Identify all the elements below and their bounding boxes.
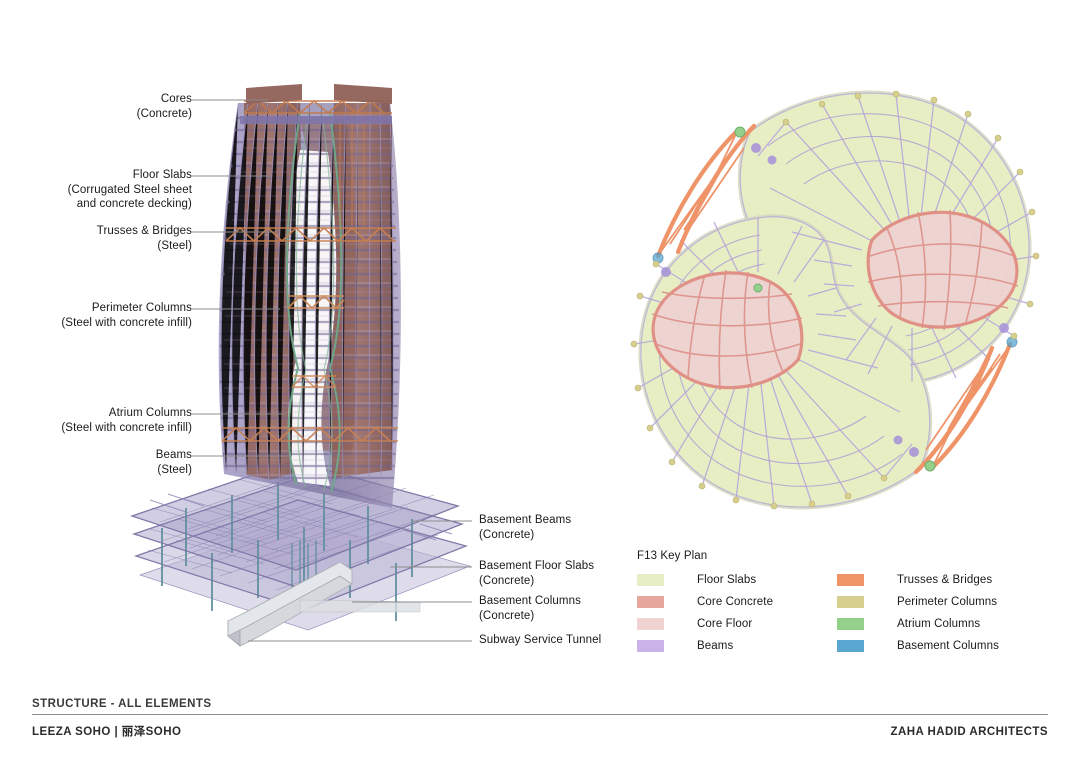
legend-item-basement-columns: Basement Columns bbox=[837, 640, 1057, 652]
legend-item-atrium-columns: Atrium Columns bbox=[837, 618, 1057, 630]
legend-title: F13 Key Plan bbox=[637, 550, 708, 562]
annotation-perimeter-columns: Perimeter Columns (Steel with concrete i… bbox=[61, 302, 192, 329]
annotation-basement-floor-slabs: Basement Floor Slabs (Concrete) bbox=[479, 560, 595, 587]
legend-swatch-perimeter-columns bbox=[837, 596, 864, 608]
legend-label-trusses-bridges: Trusses & Bridges bbox=[897, 574, 993, 586]
plan-core-upper-outline bbox=[866, 210, 1019, 329]
basement-edge-beams bbox=[129, 460, 469, 611]
legend-label-core-floor: Core Floor bbox=[697, 618, 753, 630]
plan-perimeter-column-dots bbox=[630, 90, 1040, 510]
perimeter-columns bbox=[219, 103, 394, 488]
truss-bridge-mid bbox=[287, 294, 345, 310]
annotation-beams: Beams (Steel) bbox=[155, 449, 192, 476]
annotation-basement-columns: Basement Columns (Concrete) bbox=[479, 595, 581, 622]
leader-lines-right bbox=[248, 520, 472, 642]
basement-beam-grid bbox=[147, 466, 439, 591]
sheet-footer: STRUCTURE - ALL ELEMENTS LEEZA SOHO | 丽泽… bbox=[32, 698, 1048, 739]
legend-label-basement-columns: Basement Columns bbox=[897, 640, 999, 652]
legend-label-floor-slabs: Floor Slabs bbox=[697, 574, 757, 586]
legend-swatch-atrium-columns bbox=[837, 618, 864, 630]
plan-atrium-column-node bbox=[734, 126, 746, 138]
top-ring-slab bbox=[240, 116, 392, 124]
legend-swatch-trusses-bridges bbox=[837, 574, 864, 586]
legend-item-floor-slabs: Floor Slabs bbox=[637, 574, 837, 586]
legend-label-beams: Beams bbox=[697, 640, 734, 652]
annotation-subway-service-tunnel: Subway Service Tunnel bbox=[479, 634, 602, 646]
annotation-basement-beams: Basement Beams (Concrete) bbox=[479, 514, 572, 541]
subway-service-tunnel bbox=[227, 561, 421, 647]
truss-belt-upper bbox=[225, 226, 396, 243]
legend-column-right: Trusses & Bridges Perimeter Columns Atri… bbox=[837, 574, 1057, 652]
annotation-atrium-columns: Atrium Columns (Steel with concrete infi… bbox=[61, 407, 192, 434]
footer-office-name: ZAHA HADID ARCHITECTS bbox=[890, 726, 1048, 738]
key-plan-drawing bbox=[630, 60, 1040, 540]
legend-swatch-basement-columns bbox=[837, 640, 864, 652]
plan-core-lower bbox=[651, 269, 804, 391]
legend-item-trusses-bridges: Trusses & Bridges bbox=[837, 574, 1057, 586]
legend-label-core-concrete: Core Concrete bbox=[697, 596, 774, 608]
footer-project-name: LEEZA SOHO | 丽泽SOHO bbox=[32, 726, 182, 738]
basement-structure bbox=[129, 460, 472, 647]
annotation-cores: Cores (Concrete) bbox=[136, 93, 192, 120]
atrium-columns bbox=[285, 111, 343, 497]
truss-bridge-atrium bbox=[291, 375, 337, 388]
legend-item-perimeter-columns: Perimeter Columns bbox=[837, 596, 1057, 608]
legend-label-perimeter-columns: Perimeter Columns bbox=[897, 596, 998, 608]
trusses-and-bridges bbox=[221, 100, 398, 443]
legend-swatch-core-concrete bbox=[637, 596, 664, 608]
annotation-floor-slabs: Floor Slabs (Corrugated Steel sheet and … bbox=[67, 169, 192, 210]
legend-swatch-beams bbox=[637, 640, 664, 652]
core-roof-left bbox=[246, 84, 302, 104]
footer-title: STRUCTURE - ALL ELEMENTS bbox=[32, 698, 212, 710]
core-roof-right bbox=[334, 84, 392, 104]
legend-item-core-floor: Core Floor bbox=[637, 618, 837, 630]
legend-item-core-concrete: Core Concrete bbox=[637, 596, 837, 608]
key-plan-legend: F13 Key Plan Floor Slabs Core Concrete C… bbox=[637, 550, 1057, 652]
plan-core-upper-grid bbox=[867, 209, 1019, 331]
plan-atrium-column-node bbox=[753, 283, 763, 293]
legend-swatch-core-floor bbox=[637, 618, 664, 630]
tower-shell bbox=[218, 84, 401, 508]
legend-swatch-floor-slabs bbox=[637, 574, 664, 586]
plan-trusses bbox=[655, 123, 1013, 475]
basement-projecting-beams bbox=[149, 493, 453, 541]
plan-atrium-column-node bbox=[924, 460, 936, 472]
legend-label-atrium-columns: Atrium Columns bbox=[897, 618, 981, 630]
beams-steel bbox=[224, 123, 399, 461]
footer-divider bbox=[32, 714, 1048, 715]
plan-core-lower-grid bbox=[651, 269, 803, 391]
legend-column-left: Floor Slabs Core Concrete Core Floor Bea… bbox=[637, 574, 837, 652]
leader-lines-left bbox=[192, 99, 290, 457]
plan-core-upper bbox=[866, 209, 1019, 331]
plan-column-nodes bbox=[630, 90, 1040, 510]
annotation-trusses-bridges: Trusses & Bridges (Steel) bbox=[96, 225, 192, 252]
basement-column-cluster bbox=[291, 540, 317, 603]
legend-item-beams: Beams bbox=[637, 640, 837, 652]
truss-belt-lower bbox=[221, 426, 398, 443]
plan-core-lower-outline bbox=[651, 271, 804, 390]
